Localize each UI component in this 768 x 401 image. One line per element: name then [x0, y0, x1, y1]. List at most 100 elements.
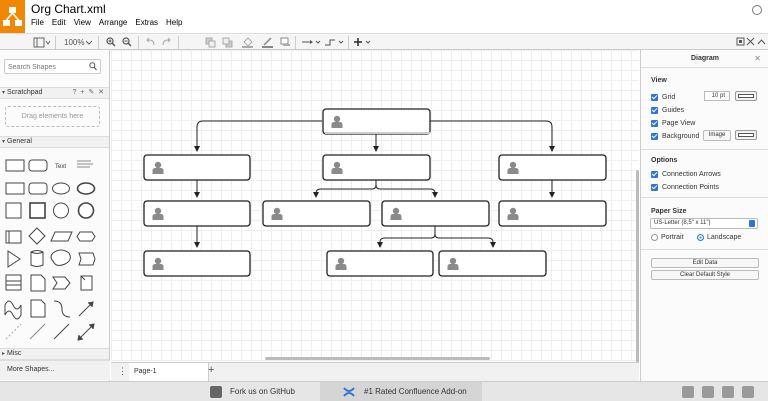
- paper-size-select[interactable]: US-Letter (8,5" x 11"): [650, 218, 758, 229]
- menu-extras[interactable]: Extras: [135, 18, 159, 27]
- grid-color-swatch[interactable]: [735, 91, 757, 101]
- document-title[interactable]: Org Chart.xml: [31, 2, 106, 16]
- circle-bold-shape[interactable]: [77, 202, 95, 219]
- menu-arrange[interactable]: Arrange: [98, 18, 128, 27]
- page-view-checkbox-row[interactable]: Page View: [651, 118, 695, 128]
- background-image-button[interactable]: Image: [703, 130, 731, 141]
- google-plus-icon[interactable]: [682, 386, 694, 398]
- menu-edit[interactable]: Edit: [51, 18, 66, 27]
- chevron-shape[interactable]: [52, 276, 71, 290]
- list-shape[interactable]: [5, 274, 22, 291]
- undo-icon[interactable]: [146, 37, 155, 48]
- portrait-radio[interactable]: [651, 233, 658, 241]
- grid-checkbox[interactable]: [651, 93, 658, 101]
- org-node-staff-right[interactable]: [498, 200, 607, 227]
- zoom-in-icon[interactable]: [106, 37, 116, 48]
- waypoints-icon[interactable]: [325, 37, 345, 48]
- org-node-level3-right[interactable]: [438, 250, 547, 277]
- org-node-level3-left[interactable]: [143, 250, 251, 277]
- diagram-canvas[interactable]: [111, 50, 639, 361]
- grid-size-input[interactable]: 10 pt: [704, 91, 730, 101]
- zoom-out-icon[interactable]: [122, 37, 132, 48]
- org-node-level3-center[interactable]: [326, 250, 434, 277]
- card-shape[interactable]: [80, 275, 93, 291]
- menu-file[interactable]: File: [31, 18, 44, 27]
- insert-plus-icon[interactable]: [354, 37, 374, 48]
- redo-icon[interactable]: [162, 37, 171, 48]
- org-node-manager-left[interactable]: [143, 154, 251, 181]
- process-shape[interactable]: [5, 230, 22, 244]
- connector-shape[interactable]: [53, 323, 70, 340]
- guides-checkbox-row[interactable]: Guides: [651, 105, 684, 115]
- circle-shape[interactable]: [53, 202, 69, 219]
- language-globe-icon[interactable]: [752, 5, 762, 15]
- landscape-radio-row[interactable]: Landscape: [697, 232, 741, 242]
- rounded-rectangle-shape[interactable]: [28, 182, 48, 195]
- edit-data-button[interactable]: Edit Data: [651, 258, 759, 268]
- misc-header[interactable]: ▸ Misc: [0, 348, 109, 360]
- horizontal-scrollbar[interactable]: [265, 357, 490, 360]
- zoom-level[interactable]: 100%: [64, 38, 85, 47]
- line-shape[interactable]: [29, 323, 46, 340]
- zoom-dropdown-icon[interactable]: [86, 37, 92, 48]
- bidirectional-arrow-shape[interactable]: [77, 323, 95, 341]
- facebook-icon[interactable]: [702, 386, 714, 398]
- curve-shape[interactable]: [53, 300, 71, 318]
- menu-view[interactable]: View: [73, 18, 91, 27]
- triangle-shape[interactable]: [7, 250, 21, 268]
- org-node-ceo[interactable]: [322, 108, 431, 135]
- ellipse-shape[interactable]: [52, 182, 70, 195]
- connector-edge[interactable]: [430, 120, 555, 152]
- text-shape[interactable]: Text: [55, 164, 66, 170]
- landscape-radio[interactable]: [697, 233, 704, 241]
- arrow-shape[interactable]: [78, 301, 94, 317]
- connection-style-icon[interactable]: [302, 37, 322, 48]
- github-link[interactable]: Fork us on GitHub: [210, 382, 320, 401]
- twitter-icon[interactable]: [722, 386, 734, 398]
- rectangle-shape[interactable]: [5, 159, 25, 172]
- connection-arrows-checkbox[interactable]: [651, 170, 658, 178]
- to-back-icon[interactable]: [222, 37, 233, 48]
- scratchpad-drop-zone[interactable]: Drag elements here: [5, 106, 100, 127]
- connector-edge[interactable]: [313, 180, 377, 198]
- background-color-swatch[interactable]: [735, 130, 757, 140]
- connection-points-checkbox[interactable]: [651, 183, 658, 191]
- diamond-shape[interactable]: [28, 227, 46, 245]
- fit-window-icon[interactable]: [746, 37, 755, 48]
- ellipse-bold-shape[interactable]: [76, 182, 96, 195]
- page-tab[interactable]: Page-1: [129, 363, 209, 381]
- connector-edge[interactable]: [434, 233, 496, 248]
- connection-points-row[interactable]: Connection Points: [651, 182, 719, 192]
- search-box[interactable]: [4, 59, 101, 74]
- hexagon-shape[interactable]: [76, 231, 96, 242]
- guides-checkbox[interactable]: [651, 106, 658, 114]
- scratchpad-tools[interactable]: ? + ✎ ✕: [72, 89, 105, 96]
- menu-help[interactable]: Help: [166, 18, 183, 27]
- portrait-radio-row[interactable]: Portrait: [651, 232, 684, 242]
- dashed-line-shape[interactable]: [5, 323, 22, 340]
- fullscreen-icon[interactable]: [736, 37, 745, 48]
- grid-checkbox-row[interactable]: Grid: [651, 92, 675, 102]
- panel-title[interactable]: Diagram: [641, 50, 768, 68]
- connector-edge[interactable]: [375, 184, 438, 198]
- org-node-manager-right[interactable]: [498, 154, 607, 181]
- connector-edge[interactable]: [194, 120, 322, 152]
- note-shape[interactable]: [30, 274, 46, 292]
- step-shape[interactable]: [78, 252, 96, 266]
- more-shapes-button[interactable]: More Shapes...: [0, 360, 110, 380]
- search-shapes-input[interactable]: [8, 62, 88, 72]
- fill-color-icon[interactable]: [242, 37, 253, 48]
- document-shape[interactable]: [30, 299, 46, 318]
- org-node-staff-center-right[interactable]: [381, 200, 490, 227]
- org-node-staff-center-left[interactable]: [262, 200, 371, 227]
- shadow-icon[interactable]: [280, 37, 291, 48]
- cloud-shape[interactable]: [50, 249, 71, 266]
- page-view-checkbox[interactable]: [651, 119, 658, 127]
- background-checkbox[interactable]: [651, 132, 658, 140]
- line-color-icon[interactable]: [262, 37, 273, 48]
- square-shape[interactable]: [5, 202, 22, 219]
- background-checkbox-row[interactable]: Background: [651, 131, 699, 141]
- scratchpad-header[interactable]: ▾ Scratchpad ? + ✎ ✕: [0, 87, 109, 99]
- confluence-link[interactable]: #1 Rated Confluence Add-on: [320, 382, 482, 401]
- collapse-toolbar-icon[interactable]: [757, 37, 766, 48]
